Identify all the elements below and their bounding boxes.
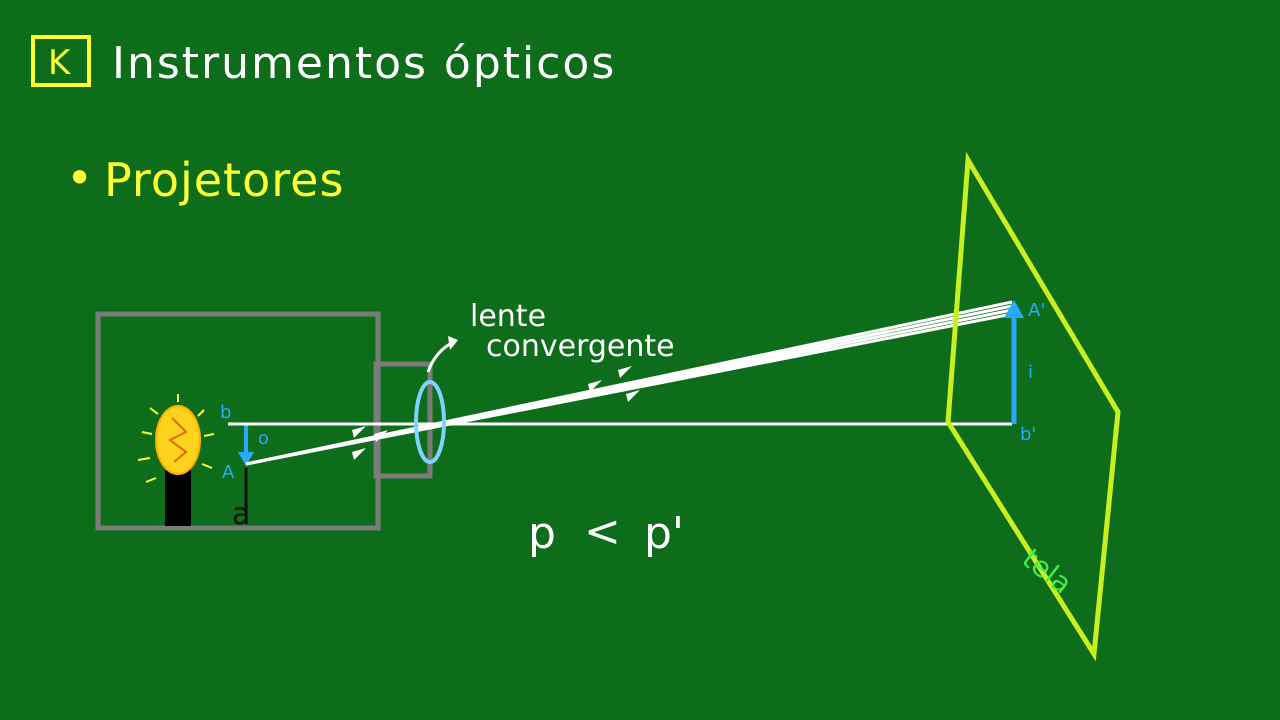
image-mid-label: i [1028,362,1033,383]
lamp-base [165,470,191,526]
projector-nozzle [373,361,433,479]
projector-box [95,311,381,531]
page-title: Instrumentos ópticos [112,38,616,89]
image-top-label: A' [1028,300,1045,321]
relation-right: p' [644,508,684,559]
lens-label-arrow-head [448,336,458,350]
convergent-lens [414,380,446,464]
lamp-filament [168,417,188,463]
lamp-glow-rays [137,394,215,483]
lens-label-line1: lente [470,299,546,334]
section-heading: Projetores [104,153,344,207]
object-tip-label: A [222,462,235,483]
screen-label: tela [1016,542,1078,601]
relation-sign: < [584,506,621,557]
object-o-label: o [258,428,269,449]
image-base-label: b' [1020,424,1036,445]
lamp-bulb [155,405,201,475]
badge-box [31,35,91,87]
object-mark-label: a [232,497,250,532]
lens-label-line2: convergente [486,329,675,364]
image-arrow-head [1004,300,1024,318]
light-rays [245,300,1013,466]
bullet-dot: • [66,151,94,205]
relation-left: p [528,508,556,559]
badge-letter: K [48,43,72,83]
object-arrow-head [238,452,254,466]
projection-screen [945,151,1121,662]
object-top-label: b [220,402,231,423]
ray-arrow-marks [352,366,640,460]
